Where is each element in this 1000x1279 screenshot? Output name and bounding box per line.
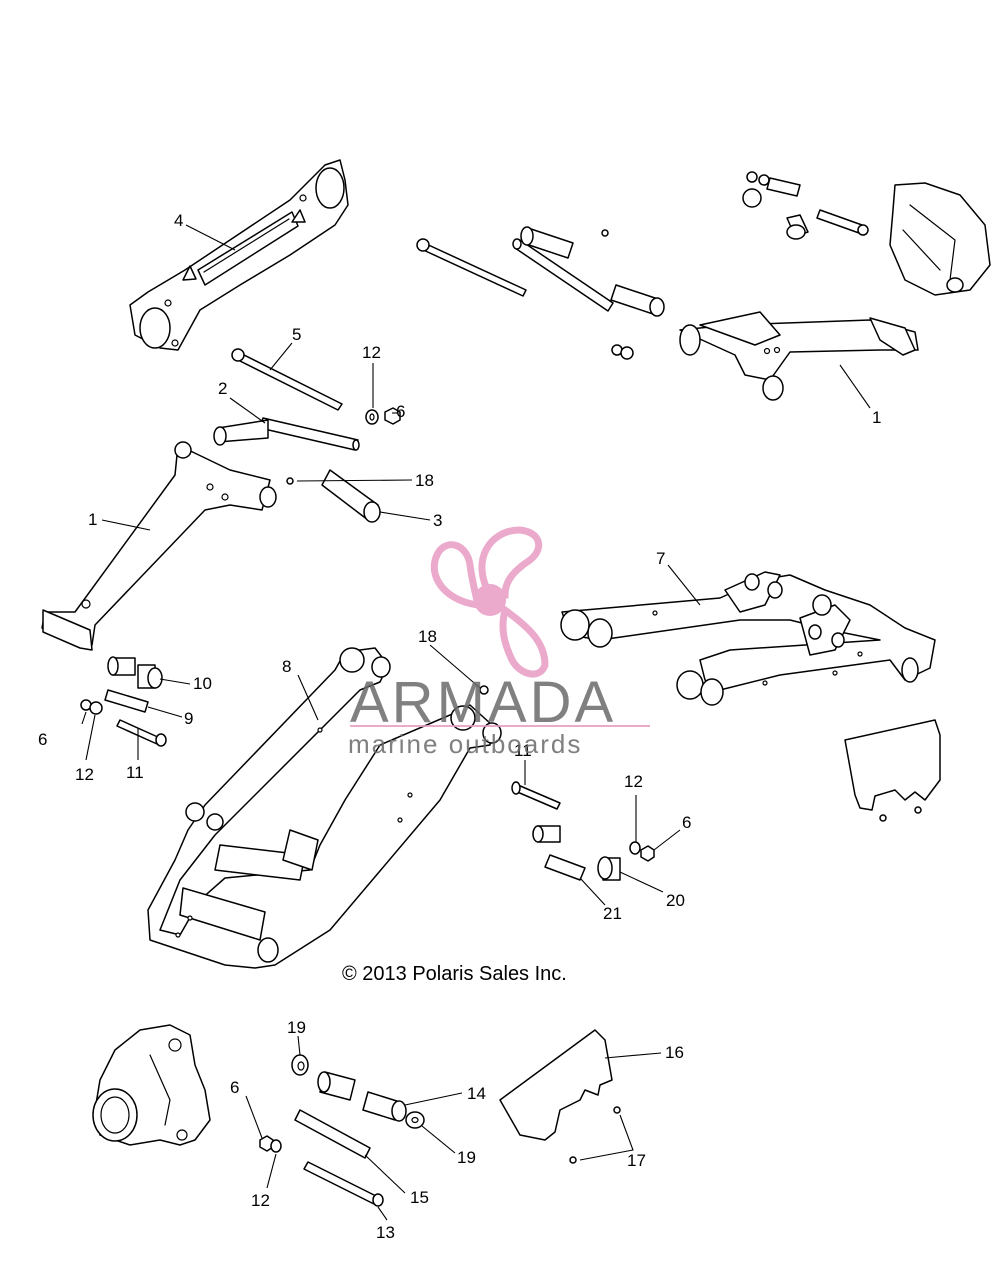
- bushing-mid: [532, 825, 561, 843]
- callout-20: 20: [666, 891, 685, 910]
- callout-1-left: 1: [88, 510, 97, 529]
- callout-9: 9: [184, 709, 193, 728]
- mud-flap-plate-right: [844, 719, 941, 822]
- callout-16: 16: [665, 1043, 684, 1062]
- washer-nut-left: [80, 699, 103, 715]
- callout-7: 7: [656, 549, 665, 568]
- callout-8: 8: [282, 657, 291, 676]
- callout-1-right: 1: [872, 408, 881, 427]
- set-screw-18-top: [286, 477, 294, 485]
- callout-6-left: 6: [38, 730, 47, 749]
- copyright-text: © 2013 Polaris Sales Inc.: [342, 963, 567, 985]
- callout-12-top: 12: [362, 343, 381, 362]
- nut-6-mid: [640, 845, 655, 862]
- washer-12-bottom: [270, 1139, 282, 1153]
- rear-arm-1-upper: [679, 311, 919, 401]
- small-hardware-top: [601, 229, 634, 360]
- washer-12-mid: [629, 841, 641, 855]
- bushing-2: [213, 419, 269, 446]
- propeller-logo-icon: [430, 526, 549, 678]
- callout-12-left: 12: [75, 765, 94, 784]
- spacer-9: [104, 689, 149, 713]
- callout-4: 4: [174, 211, 183, 230]
- pin-5: [231, 348, 343, 411]
- callout-15: 15: [410, 1188, 429, 1207]
- leader-lines: [81, 224, 871, 1221]
- pin-2: [259, 417, 360, 451]
- callout-10: 10: [193, 674, 212, 693]
- callout-2: 2: [218, 379, 227, 398]
- watermark: ARMADA marine outboards: [348, 526, 650, 759]
- callout-6-bottom: 6: [230, 1078, 239, 1097]
- plate-bracket-4: [129, 159, 349, 351]
- pin-medium-top: [512, 238, 614, 312]
- callout-11-left: 11: [126, 763, 144, 782]
- callout-12-mid: 12: [624, 772, 643, 791]
- bolt-13: [303, 1161, 384, 1207]
- bushing-20: [597, 856, 621, 881]
- bushing-3: [321, 469, 381, 523]
- pin-15: [294, 1109, 371, 1159]
- callout-6-mid: 6: [682, 813, 691, 832]
- bushing-10-hardware: [107, 656, 163, 689]
- bushing-bottom: [317, 1071, 356, 1101]
- set-screw-18-mid: [479, 685, 489, 695]
- bushing-top-a: [520, 226, 574, 259]
- bushing-top-b: [610, 284, 665, 317]
- callout-5: 5: [292, 325, 301, 344]
- knuckle-bottom: [92, 1024, 211, 1146]
- callout-21: 21: [603, 904, 622, 923]
- callout-17: 17: [627, 1151, 646, 1170]
- callout-19-a: 19: [287, 1018, 306, 1037]
- callout-14: 14: [467, 1084, 486, 1103]
- spacer-21: [544, 854, 586, 881]
- callout-18-mid: 18: [418, 627, 437, 646]
- callout-11-right: 11: [514, 741, 532, 760]
- rear-arm-1-left: [41, 441, 277, 651]
- watermark-brand: ARMADA: [350, 670, 616, 735]
- bushing-14: [362, 1091, 407, 1122]
- callout-13: 13: [376, 1223, 395, 1242]
- washer-19-a: [291, 1054, 309, 1076]
- watermark-tagline: marine outboards: [348, 729, 582, 759]
- washer-19-b: [405, 1111, 425, 1129]
- frame-7: [560, 571, 936, 706]
- washer-12-top: [365, 409, 379, 425]
- bolt-11-right: [511, 781, 561, 810]
- callout-3: 3: [433, 511, 442, 530]
- callout-19-b: 19: [457, 1148, 476, 1167]
- nut-6-top: [384, 407, 401, 425]
- callout-12-bottom: 12: [251, 1191, 270, 1210]
- swingarm-8: [147, 647, 502, 969]
- mud-flap-16: [499, 1029, 621, 1164]
- pin-long-top: [416, 238, 527, 297]
- callout-6-top: 6: [396, 402, 405, 421]
- callout-labels: 4 5 12 6 2 18 3 1 1 7 8 18 10 9 6 12 11 …: [38, 211, 881, 1242]
- bolt-11-left: [116, 719, 167, 747]
- callout-18-top: 18: [415, 471, 434, 490]
- knuckle-top: [889, 182, 991, 296]
- knuckle-hardware-top: [742, 171, 869, 240]
